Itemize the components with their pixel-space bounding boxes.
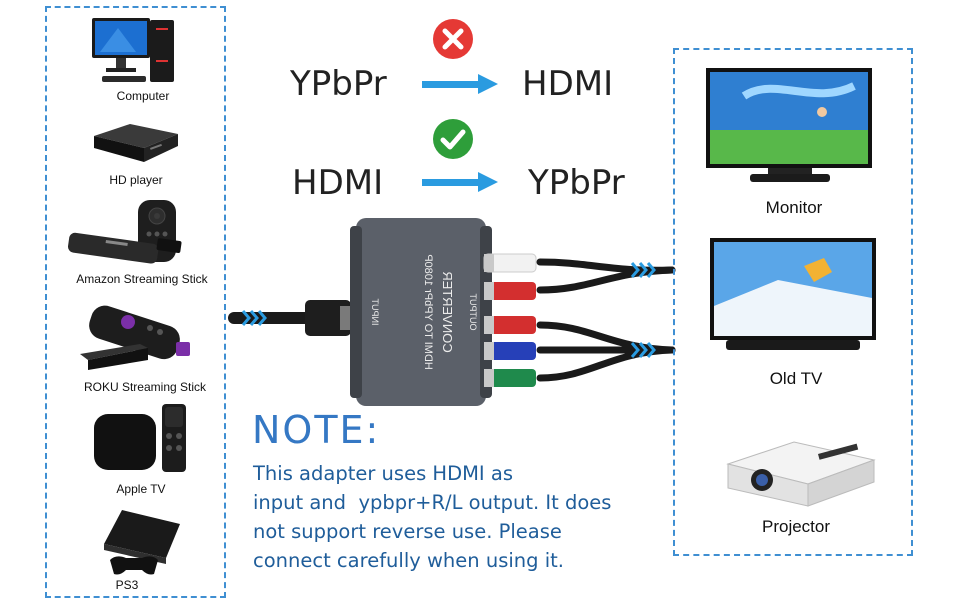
component-plug-blue — [484, 342, 536, 360]
converter-box — [356, 218, 486, 406]
output-label-old-tv: Old TV — [769, 369, 823, 388]
output-devices-panel — [673, 48, 913, 556]
roku-stick-icon — [80, 305, 190, 370]
source-label-roku-stick: ROKU Streaming Stick — [83, 380, 207, 394]
note-line: input and ypbpr+R/L output. It does — [253, 491, 612, 514]
conversion-to-unsupported: HDMI — [522, 64, 614, 104]
device-output-label: OUTPUT — [468, 293, 478, 331]
component-plug-green — [484, 369, 536, 387]
source-label-computer: Computer — [116, 89, 170, 103]
source-label-ps3: PS3 — [115, 578, 139, 592]
component-plug-red — [484, 316, 536, 334]
arrow-icon — [422, 172, 498, 192]
amazon-stick-icon — [67, 200, 182, 264]
note-line: This adapter uses HDMI as — [253, 462, 513, 485]
conversion-from-unsupported: YPbPr — [290, 64, 387, 104]
device-name-line2: HDMI TO YPbPr 1080P — [422, 254, 434, 370]
hd-player-icon — [94, 124, 178, 162]
source-devices-panel — [45, 6, 226, 598]
computer-icon — [92, 18, 174, 82]
device-name-line1: CONVERTER — [440, 271, 455, 352]
source-label-apple-tv: Apple TV — [116, 482, 166, 496]
source-label-amazon-stick: Amazon Streaming Stick — [76, 272, 208, 286]
monitor-icon — [706, 68, 872, 182]
component-output-cables — [536, 258, 676, 382]
old-tv-icon — [710, 238, 876, 350]
projector-icon — [726, 441, 876, 507]
hdmi-plug — [305, 300, 351, 336]
note-title: NOTE: — [252, 408, 381, 452]
note-line: connect carefully when using it. — [253, 549, 564, 572]
check-icon — [433, 119, 473, 159]
cross-icon — [433, 19, 473, 59]
note-body: This adapter uses HDMI as input and ypbp… — [253, 459, 611, 575]
output-label-monitor: Monitor — [765, 198, 823, 217]
note-line: not support reverse use. Please — [253, 520, 562, 543]
audio-plug-red — [484, 282, 536, 300]
device-input-label: INPUT — [370, 298, 380, 326]
conversion-to-supported: YPbPr — [528, 163, 625, 203]
output-label-projector: Projector — [761, 517, 831, 536]
source-label-hd-player: HD player — [109, 173, 163, 187]
ps3-icon — [104, 510, 180, 575]
arrow-icon — [422, 74, 498, 94]
apple-tv-icon — [94, 404, 186, 472]
hdmi-input-cable — [228, 312, 313, 324]
conversion-from-supported: HDMI — [292, 163, 384, 203]
